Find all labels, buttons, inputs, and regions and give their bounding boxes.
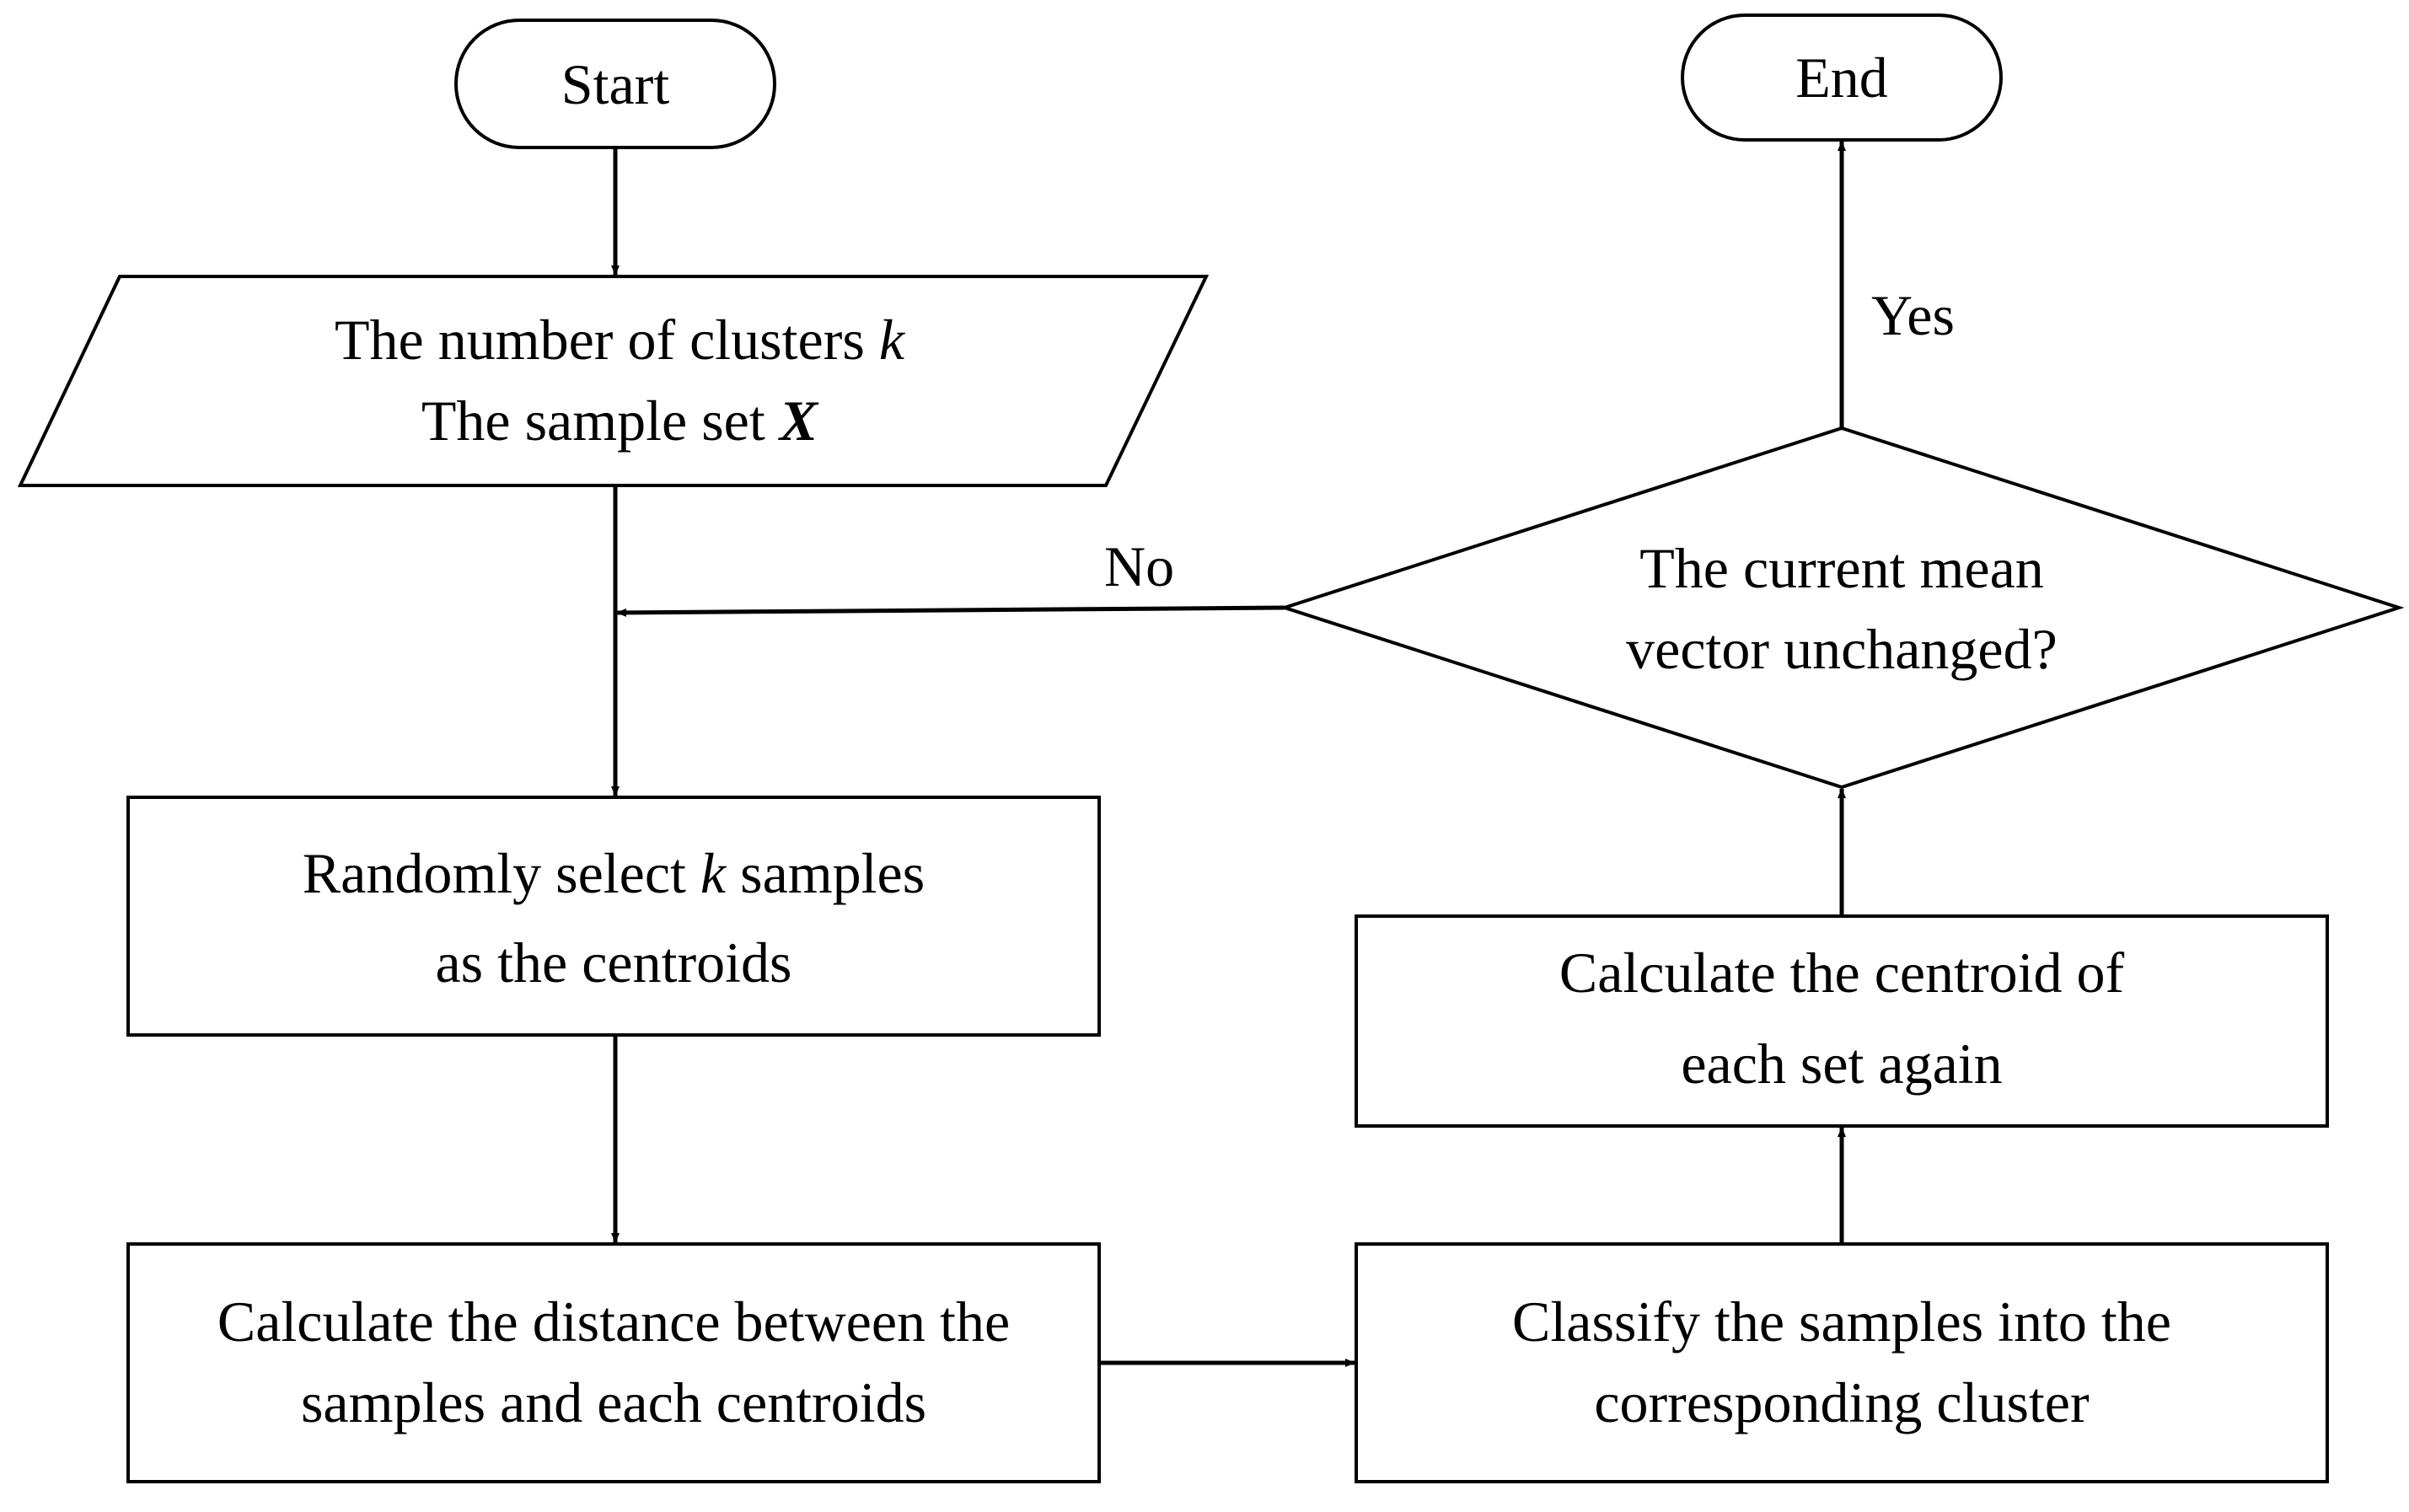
classify-samples-box (1355, 1242, 2329, 1483)
recalc-line-2: each set again (1681, 1032, 2003, 1096)
start-label: Start (561, 52, 670, 116)
input-parallelogram (17, 275, 1210, 487)
classify-line-1: Classify the samples into the (1512, 1289, 2171, 1354)
select-centroids-box (126, 796, 1101, 1037)
end-label: End (1795, 46, 1888, 110)
distance-line-1: Calculate the distance between the (217, 1289, 1011, 1354)
input-line-2: The sample set X (421, 389, 818, 453)
select-line-2: as the centroids (435, 930, 792, 995)
calculate-distance-text: Calculate the distance between the sampl… (128, 1281, 1099, 1443)
decision-line-1: The current mean (1639, 536, 2044, 600)
arrow-decision-no-to-loop (616, 605, 1285, 617)
end-terminal (1681, 13, 2003, 142)
decision-line-2: vector unchanged? (1626, 617, 2058, 681)
classify-samples-text: Classify the samples into the correspond… (1356, 1281, 2327, 1443)
input-line-1: The number of clusters k (335, 308, 904, 372)
distance-line-2: samples and each centroids (300, 1370, 927, 1434)
recalc-line-1: Calculate the centroid of (1559, 941, 2125, 1005)
no-label: No (1104, 534, 1175, 598)
classify-line-2: corresponding cluster (1594, 1370, 2090, 1434)
decision-text: The current mean vector unchanged? (1433, 528, 2251, 689)
yes-label: Yes (1871, 283, 1955, 347)
recalculate-centroid-text: Calculate the centroid of each set again (1356, 927, 2327, 1109)
recalculate-centroid-box (1355, 914, 2329, 1128)
select-centroids-text: Randomly select k samples as the centroi… (128, 828, 1099, 1007)
input-text: The number of clusters k The sample set … (76, 299, 1163, 461)
select-line-1: Randomly select k samples (302, 841, 926, 905)
decision-diamond (1279, 426, 2405, 790)
calculate-distance-box (126, 1242, 1101, 1483)
